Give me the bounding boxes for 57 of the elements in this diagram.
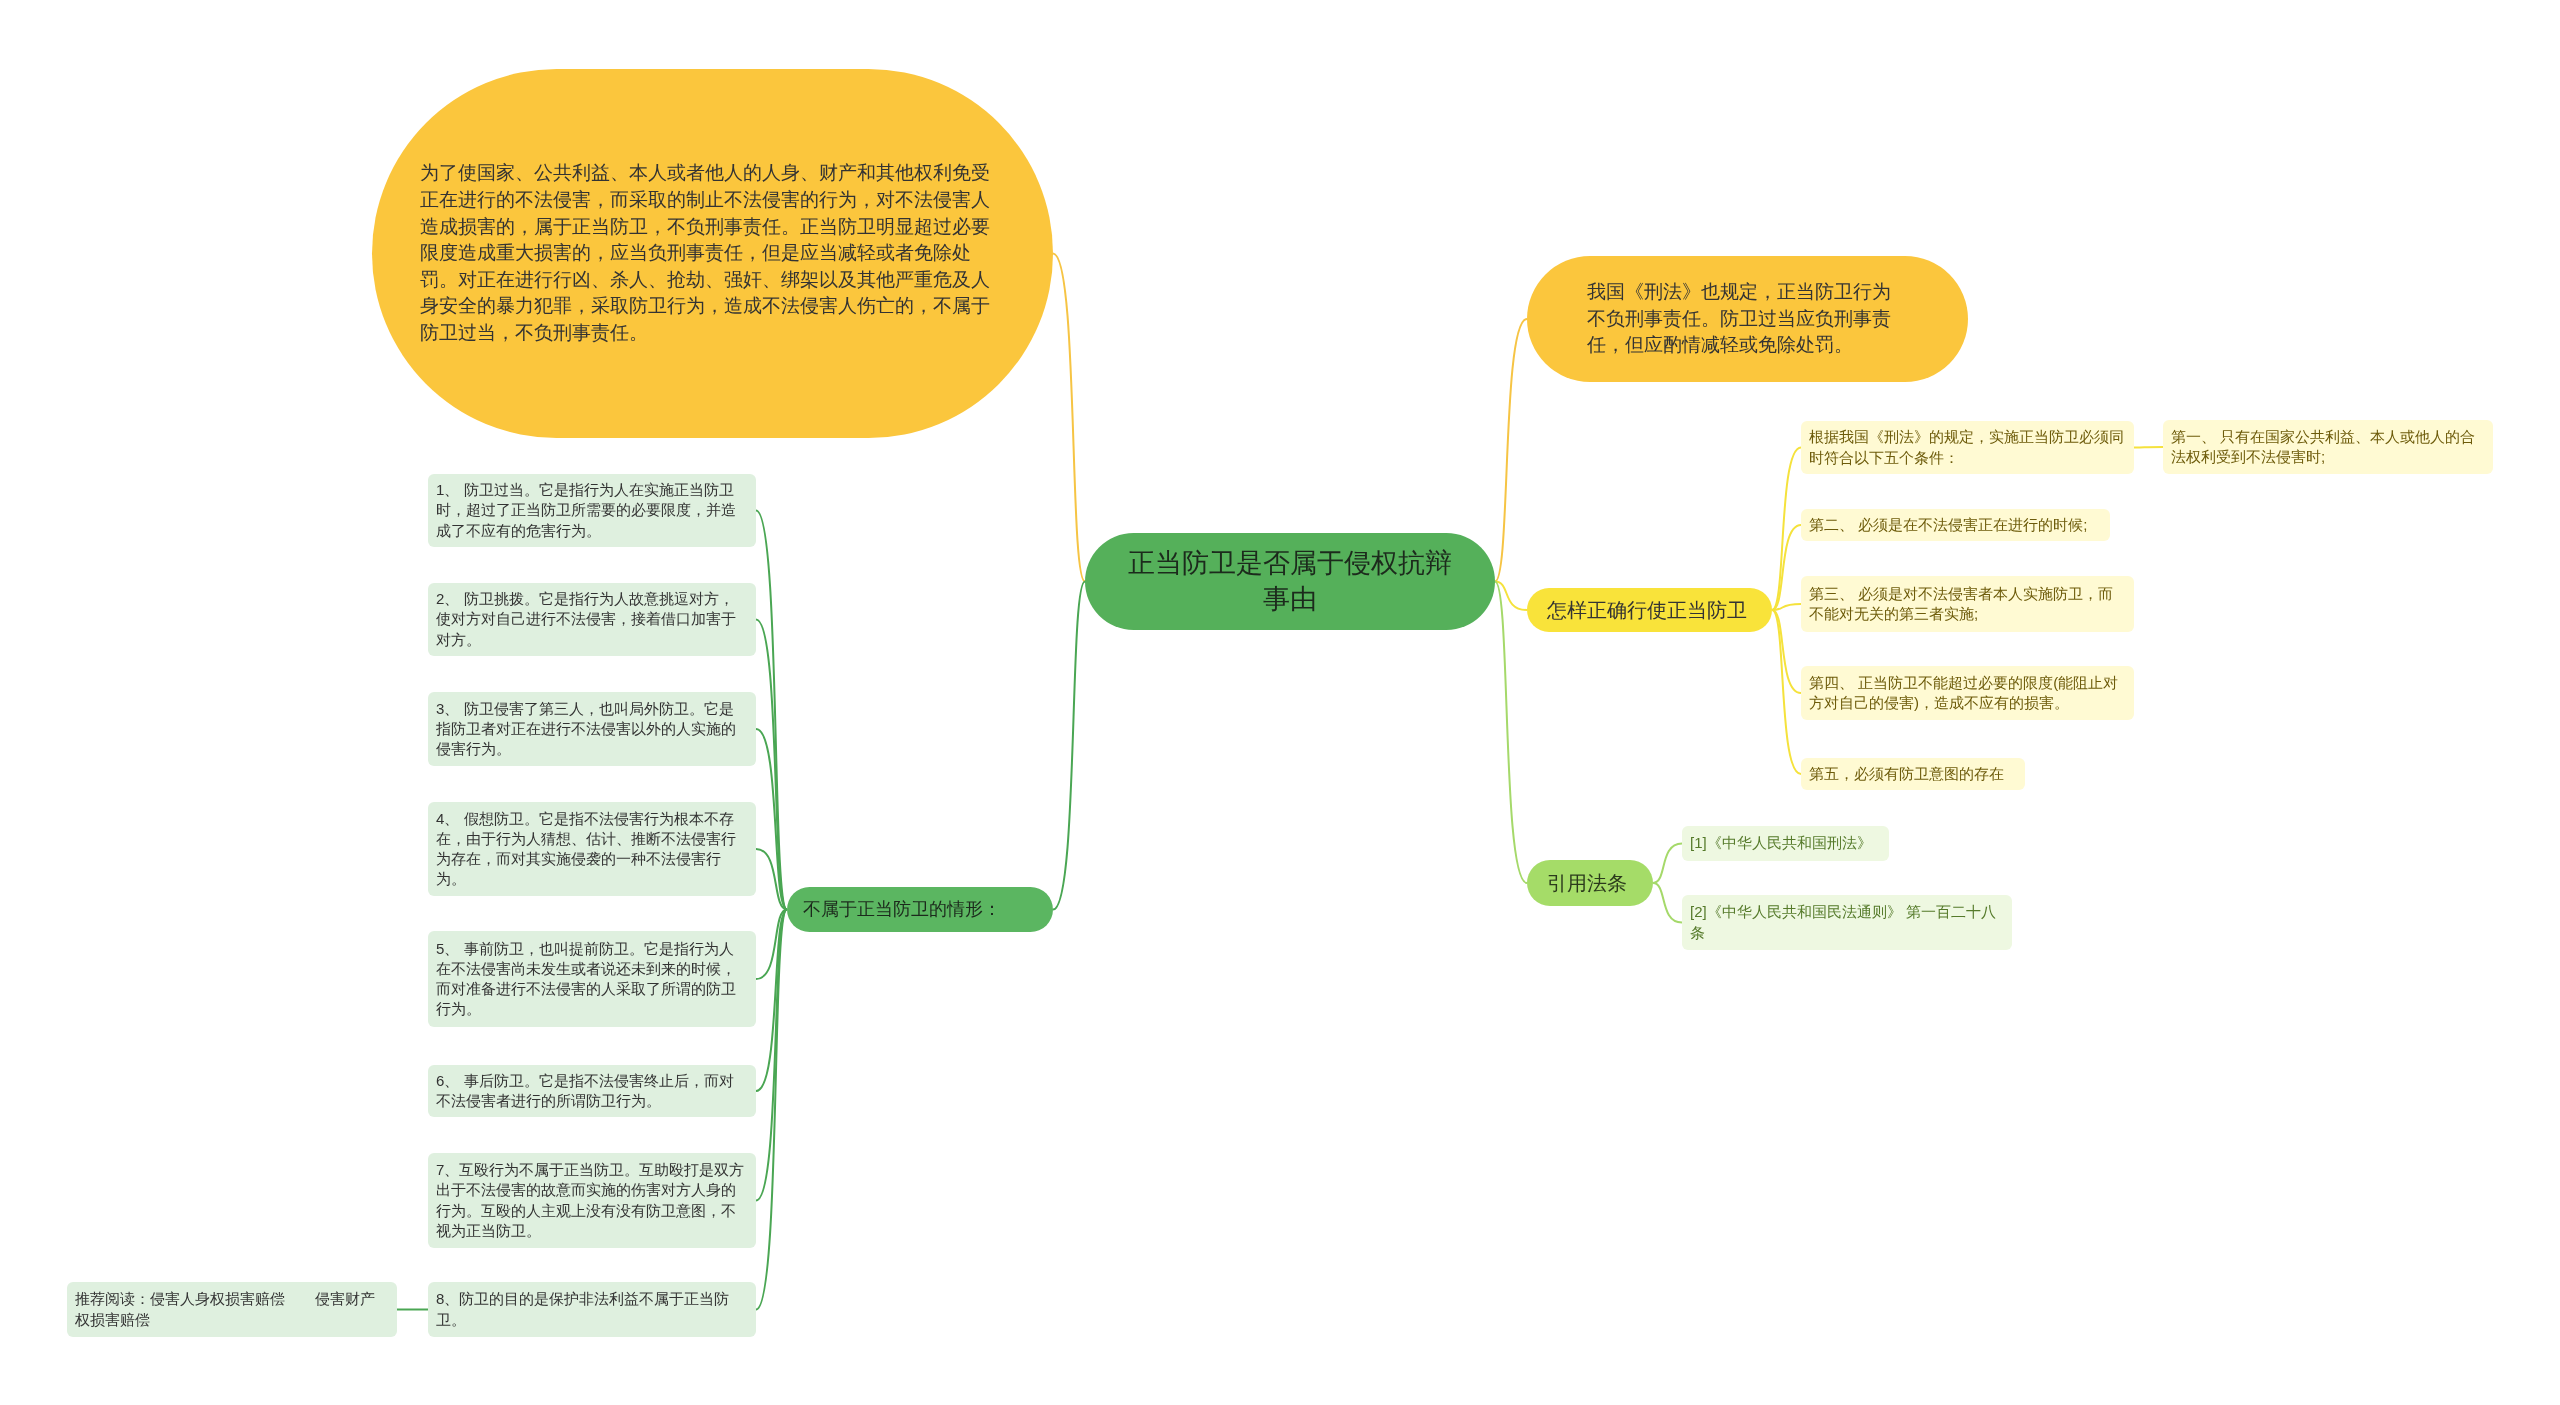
connector-line — [396, 1308, 429, 1311]
subtopic-box — [428, 1153, 756, 1248]
node-text: 第三、 必须是对不法侵害者本人实施防卫，而不能对无关的第三者实施; — [1809, 583, 2115, 624]
node-text: 5、 事前防卫，也叫提前防卫。它是指行为人在不法侵害尚未发生或者说还未到来的时候，而对准备进行不法侵害的人采取了所谓的防卫行为。 — [436, 938, 737, 1020]
connector-line — [755, 908, 788, 1311]
node-text: 3、 防卫侵害了第三人，也叫局外防卫。它是指防卫者对正在进行不法侵害以外的人实施的侵害行为。 — [436, 698, 737, 760]
node-text: 引用法条 — [1547, 871, 1628, 896]
subtopic-box — [1682, 826, 1889, 861]
node-text: 怎样正确行使正当防卫 — [1547, 598, 1748, 623]
node-text: 第一、 只有在国家公共利益、本人或他人的合法权利受到不法侵害时; — [2171, 426, 2477, 467]
node-text: 4、 假想防卫。它是指不法侵害行为根本不存在，由于行为人猜想、估计、推断不法侵害行为存在，而对其实施侵袭的一种不法侵害行为。 — [436, 808, 737, 890]
subtopic-box — [428, 692, 756, 766]
node-text: 1、 防卫过当。它是指行为人在实施正当防卫时，超过了正当防卫所需要的必要限度，并造成了不应有的危害行为。 — [436, 480, 737, 541]
subtopic-box — [1682, 895, 2012, 950]
connector-line — [1494, 318, 1528, 583]
node-text: 根据我国《刑法》的规定，实施正当防卫必须同时符合以下五个条件： — [1809, 427, 2125, 468]
node-text: 7、互殴行为不属于正当防卫。互助殴打是双方出于不法侵害的故意而实施的伤害对方人身的行为。互殴的人主观上没有没有防卫意图，不视为正当防卫。 — [436, 1160, 746, 1241]
node-text: 正当防卫是否属于侵权抗辩事由 — [1127, 547, 1453, 616]
connector-line — [1771, 609, 1802, 694]
connector-line — [755, 848, 788, 911]
connector-line — [1771, 609, 1802, 775]
node-text: 第四、 正当防卫不能超过必要的限度(能阻止对方对自己的侵害)，造成不应有的损害。 — [1809, 672, 2120, 713]
connector-line — [1652, 842, 1683, 884]
node-text: 8、防卫的目的是保护非法利益不属于正当防卫。 — [436, 1289, 731, 1330]
subtopic-box — [428, 583, 756, 656]
connector-line — [1052, 252, 1086, 583]
subtopic-box — [428, 802, 756, 896]
subtopic-box — [1801, 421, 2134, 474]
subtopic-box — [1801, 666, 2134, 720]
connector-line — [755, 908, 788, 980]
subtopic-box — [1801, 576, 2134, 632]
node-text: 不属于正当防卫的情形： — [803, 898, 1002, 921]
subtopic-box — [67, 1282, 397, 1337]
subtopic-box — [1801, 509, 2110, 541]
connector-line — [1494, 580, 1528, 884]
node-text: 2、 防卫挑拨。它是指行为人故意挑逗对方，使对方对自己进行不法侵害，接着借口加害于对方。 — [436, 589, 737, 650]
connector-line — [1652, 882, 1683, 924]
subtopic-box — [1801, 758, 2025, 790]
node-text: [2]《中华人民共和国民法通则》 第一百二十八条 — [1690, 902, 1997, 943]
node-text: 推荐阅读：侵害人身权损害赔偿 侵害财产权损害赔偿 — [75, 1289, 376, 1330]
branch-topic — [787, 887, 1053, 932]
connector-line — [1052, 580, 1086, 911]
subtopic-box — [2163, 420, 2493, 474]
subtopic-box — [428, 931, 756, 1027]
node-text: 6、 事后防卫。它是指不法侵害终止后，而对不法侵害者进行的所谓防卫行为。 — [436, 1070, 735, 1111]
node-text: [1]《中华人民共和国刑法》 — [1690, 833, 1873, 854]
node-text: 第五，必须有防卫意图的存在 — [1809, 763, 2005, 784]
connector-line — [1494, 580, 1528, 611]
subtopic-box — [428, 1065, 756, 1117]
node-text: 为了使国家、公共利益、本人或者他人的人身、财产和其他权利免受正在进行的不法侵害，而采取的制止不法侵害的行为，对不法侵害人造成损害的，属于正当防卫，不负刑事责任。正当防卫明显超过必要限度造成重大损害的，应当负刑事责任，但是应当减轻或者免除处罚。对正在进行行凶、杀人、抢劫、强奸、绑架以及其他严重危及人身安全的暴力犯罪，采取防卫行为，造成不法侵害人伤亡的，不属于防卫过当，不负刑事责任。 — [420, 161, 991, 345]
subtopic-box — [428, 474, 756, 547]
branch-topic — [1527, 588, 1772, 632]
branch-topic — [1527, 860, 1653, 906]
node-text: 第二、 必须是在不法侵害正在进行的时候; — [1809, 514, 2089, 535]
subtopic-box — [428, 1282, 756, 1337]
connector-line — [2133, 446, 2164, 449]
node-text: 我国《刑法》也规定，正当防卫行为不负刑事责任。防卫过当应负刑事责任，但应酌情减轻或免除处罚。 — [1587, 280, 1892, 358]
